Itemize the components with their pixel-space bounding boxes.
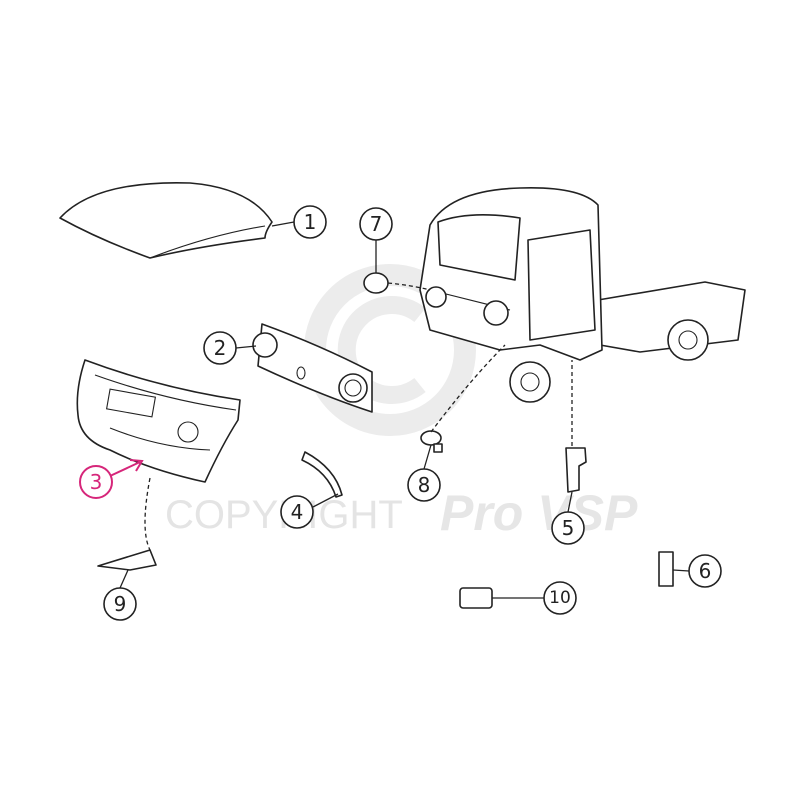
callout-number: 3 xyxy=(90,470,103,494)
callout-8[interactable]: 8 xyxy=(407,468,441,502)
callout-number: 5 xyxy=(562,516,575,540)
callout-number: 7 xyxy=(370,212,383,236)
callout-9[interactable]: 9 xyxy=(103,587,137,621)
part-side-marker xyxy=(658,551,674,587)
callout-7[interactable]: 7 xyxy=(359,207,393,241)
part-arch-trim xyxy=(301,451,343,498)
callout-number: 8 xyxy=(418,473,431,497)
leader-lines xyxy=(109,221,690,599)
callout-3[interactable]: 3 xyxy=(79,465,113,499)
callout-number: 2 xyxy=(214,336,227,360)
callout-number: 9 xyxy=(114,592,127,616)
part-pillar-trim xyxy=(565,447,587,493)
part-clip xyxy=(420,430,443,453)
callout-2[interactable]: 2 xyxy=(203,331,237,365)
callout-6[interactable]: 6 xyxy=(688,554,722,588)
callout-number: 1 xyxy=(304,210,317,234)
callout-5[interactable]: 5 xyxy=(551,511,585,545)
part-badge xyxy=(363,272,389,294)
callout-1[interactable]: 1 xyxy=(293,205,327,239)
part-roof xyxy=(59,181,273,259)
callout-number: 10 xyxy=(549,588,571,608)
part-front-bumper xyxy=(76,359,241,483)
part-front-panel xyxy=(252,323,373,413)
truck-illustration xyxy=(419,187,746,403)
callout-4[interactable]: 4 xyxy=(280,495,314,529)
watermark-brand: Pro VSP xyxy=(440,485,638,541)
callout-number: 4 xyxy=(291,500,304,524)
callout-10[interactable]: 10 xyxy=(543,581,577,615)
part-bracket xyxy=(97,549,157,571)
watermark: COPYRIGHT Pro VSP xyxy=(165,264,638,541)
part-plate xyxy=(459,587,493,609)
callout-number: 6 xyxy=(699,559,712,583)
